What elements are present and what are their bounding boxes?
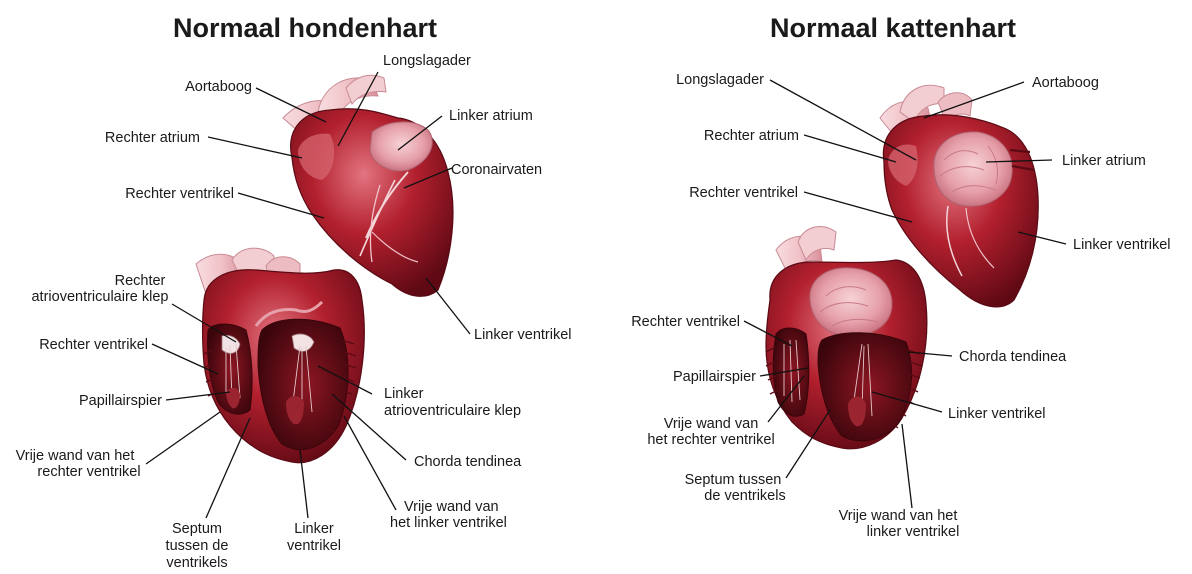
cat-cutaway-heart-illustration [766,227,927,449]
cat-label-vrije-wand-rechts-line1: Vrije wand van [664,416,759,432]
dog-label-rechter-atrium: Rechter atrium [105,130,200,146]
cat-label-aortaboog: Aortaboog [1032,75,1099,91]
dog-exterior-heart-illustration [283,75,453,296]
dog-label-rechter-ventrikel-top: Rechter ventrikel [125,186,234,202]
dog-label-vrije-wand-rechts-line1: Vrije wand van het [16,448,135,464]
dog-label-rechter-av-klep-line2: atrioventriculaire klep [31,289,168,305]
cat-label-rechter-ventrikel-bottom: Rechter ventrikel [631,314,740,330]
dog-label-linker-ventrikel-bottom-line2: ventrikel [287,538,341,554]
cat-label-rechter-atrium: Rechter atrium [704,128,799,144]
cat-label-septum-line2: de ventrikels [704,488,785,504]
dog-label-vrije-wand-links-line1: Vrije wand van [404,499,499,515]
dog-label-coronairvaten: Coronairvaten [451,162,542,178]
dog-label-chorda-tendinea: Chorda tendinea [414,454,522,470]
dog-label-linker-av-klep-line1: Linker [384,386,424,402]
dog-label-linker-av-klep-line2: atrioventriculaire klep [384,403,521,419]
dog-cutaway-heart-illustration [196,248,364,463]
dog-label-linker-ventrikel-bottom-line1: Linker [294,521,334,537]
dog-label-rechter-ventrikel-bottom: Rechter ventrikel [39,337,148,353]
dog-label-linker-atrium: Linker atrium [449,108,533,124]
dog-label-papillairspier: Papillairspier [79,393,162,409]
cat-label-longslagader: Longslagader [676,72,764,88]
dog-label-septum-line3: ventrikels [166,555,227,571]
cat-label-linker-atrium: Linker atrium [1062,153,1146,169]
cat-label-vrije-wand-rechts-line2: het rechter ventrikel [647,432,774,448]
dog-label-longslagader: Longslagader [383,53,471,69]
dog-heart-title: Normaal hondenhart [173,13,437,43]
dog-label-linker-ventrikel-top: Linker ventrikel [474,327,572,343]
cat-label-rechter-ventrikel-top: Rechter ventrikel [689,185,798,201]
cat-label-vrije-wand-links-line2: linker ventrikel [867,524,960,540]
cat-label-chorda-tendinea: Chorda tendinea [959,349,1067,365]
dog-label-aortaboog: Aortaboog [185,79,252,95]
dog-label-vrije-wand-rechts-line2: rechter ventrikel [37,464,140,480]
dog-label-rechter-av-klep-line1: Rechter [115,273,166,289]
cat-label-linker-ventrikel-top: Linker ventrikel [1073,237,1171,253]
dog-label-septum-line2: tussen de [166,538,229,554]
cat-label-papillairspier: Papillairspier [673,369,756,385]
dog-label-septum-line1: Septum [172,521,222,537]
cat-label-septum-line1: Septum tussen [685,472,782,488]
cat-heart-title: Normaal kattenhart [770,13,1016,43]
cat-label-vrije-wand-links-line1: Vrije wand van het [839,508,958,524]
cat-label-linker-ventrikel-bottom: Linker ventrikel [948,406,1046,422]
dog-label-vrije-wand-links-line2: het linker ventrikel [390,515,507,531]
